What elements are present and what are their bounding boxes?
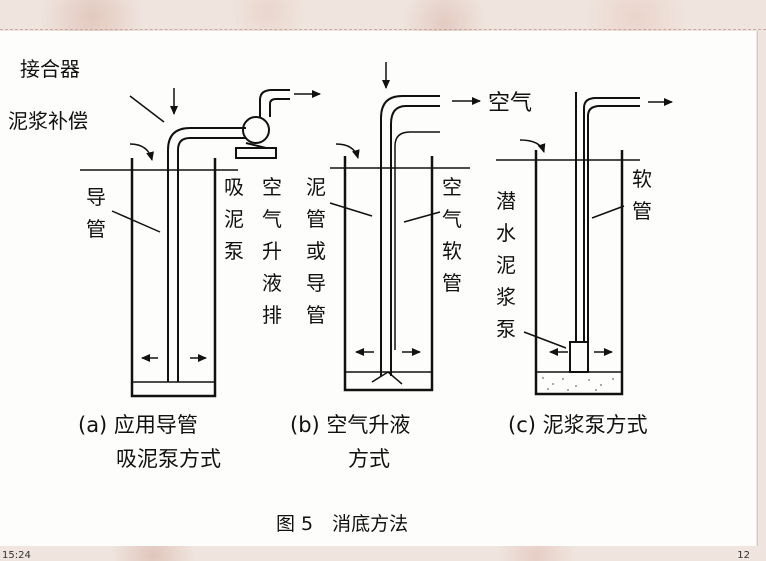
mud-pipe-label-3: 或 xyxy=(306,239,326,263)
airlift-label-1: 空 xyxy=(262,175,282,199)
panel-b-drawing xyxy=(329,62,481,392)
mud-pipe-label-4: 导 xyxy=(306,271,326,295)
submersible-pump-label-5: 泵 xyxy=(496,317,516,341)
airlift-label-3: 升 xyxy=(262,239,282,263)
figure-scan xyxy=(0,31,756,546)
corner-page-number: 12 xyxy=(737,550,750,561)
airlift-label-2: 气 xyxy=(262,207,282,231)
suction-pump-label-2: 泥 xyxy=(224,207,244,231)
caption-b-line2: 方式 xyxy=(348,447,390,471)
submersible-pump-label-1: 潜 xyxy=(496,189,516,213)
submersible-pump-label-4: 浆 xyxy=(496,285,516,309)
airlift-label-5: 排 xyxy=(262,303,282,327)
guide-pipe-label-2: 管 xyxy=(86,217,106,241)
submersible-pump-label-3: 泥 xyxy=(496,253,516,277)
caption-a-line1: (a) 应用导管 xyxy=(78,413,198,437)
corner-time: 15:24 xyxy=(2,550,31,561)
suction-pump-label-3: 泵 xyxy=(224,239,244,263)
caption-a-line2: 吸泥泵方式 xyxy=(116,447,221,471)
submersible-pump-label-2: 水 xyxy=(496,221,516,245)
hose-label-1: 软 xyxy=(632,167,652,191)
air-label: 空气 xyxy=(488,91,532,116)
mud-makeup-label: 泥浆补偿 xyxy=(8,109,88,133)
mud-pipe-label-1: 泥 xyxy=(306,175,326,199)
air-hose-label-4: 管 xyxy=(442,271,462,295)
air-hose-label-3: 软 xyxy=(442,239,462,263)
panel-c-drawing xyxy=(496,92,673,396)
page-edge-rule xyxy=(757,31,758,546)
hose-label-2: 管 xyxy=(632,199,652,223)
guide-pipe-label-1: 导 xyxy=(86,185,106,209)
decorative-top-border xyxy=(0,0,766,30)
mud-pipe-label-2: 管 xyxy=(306,207,326,231)
airlift-label-4: 液 xyxy=(262,271,282,295)
joint-label: 接合器 xyxy=(20,57,80,81)
figure-caption: 图 5 消底方法 xyxy=(276,513,408,535)
mud-pipe-label-5: 管 xyxy=(306,303,326,327)
suction-pump-label-1: 吸 xyxy=(224,175,244,199)
air-hose-label-1: 空 xyxy=(442,175,462,199)
caption-b-line1: (b) 空气升液 xyxy=(290,413,410,437)
panel-a-drawing xyxy=(80,88,321,398)
air-hose-label-2: 气 xyxy=(442,207,462,231)
caption-c-line1: (c) 泥浆泵方式 xyxy=(508,413,648,437)
